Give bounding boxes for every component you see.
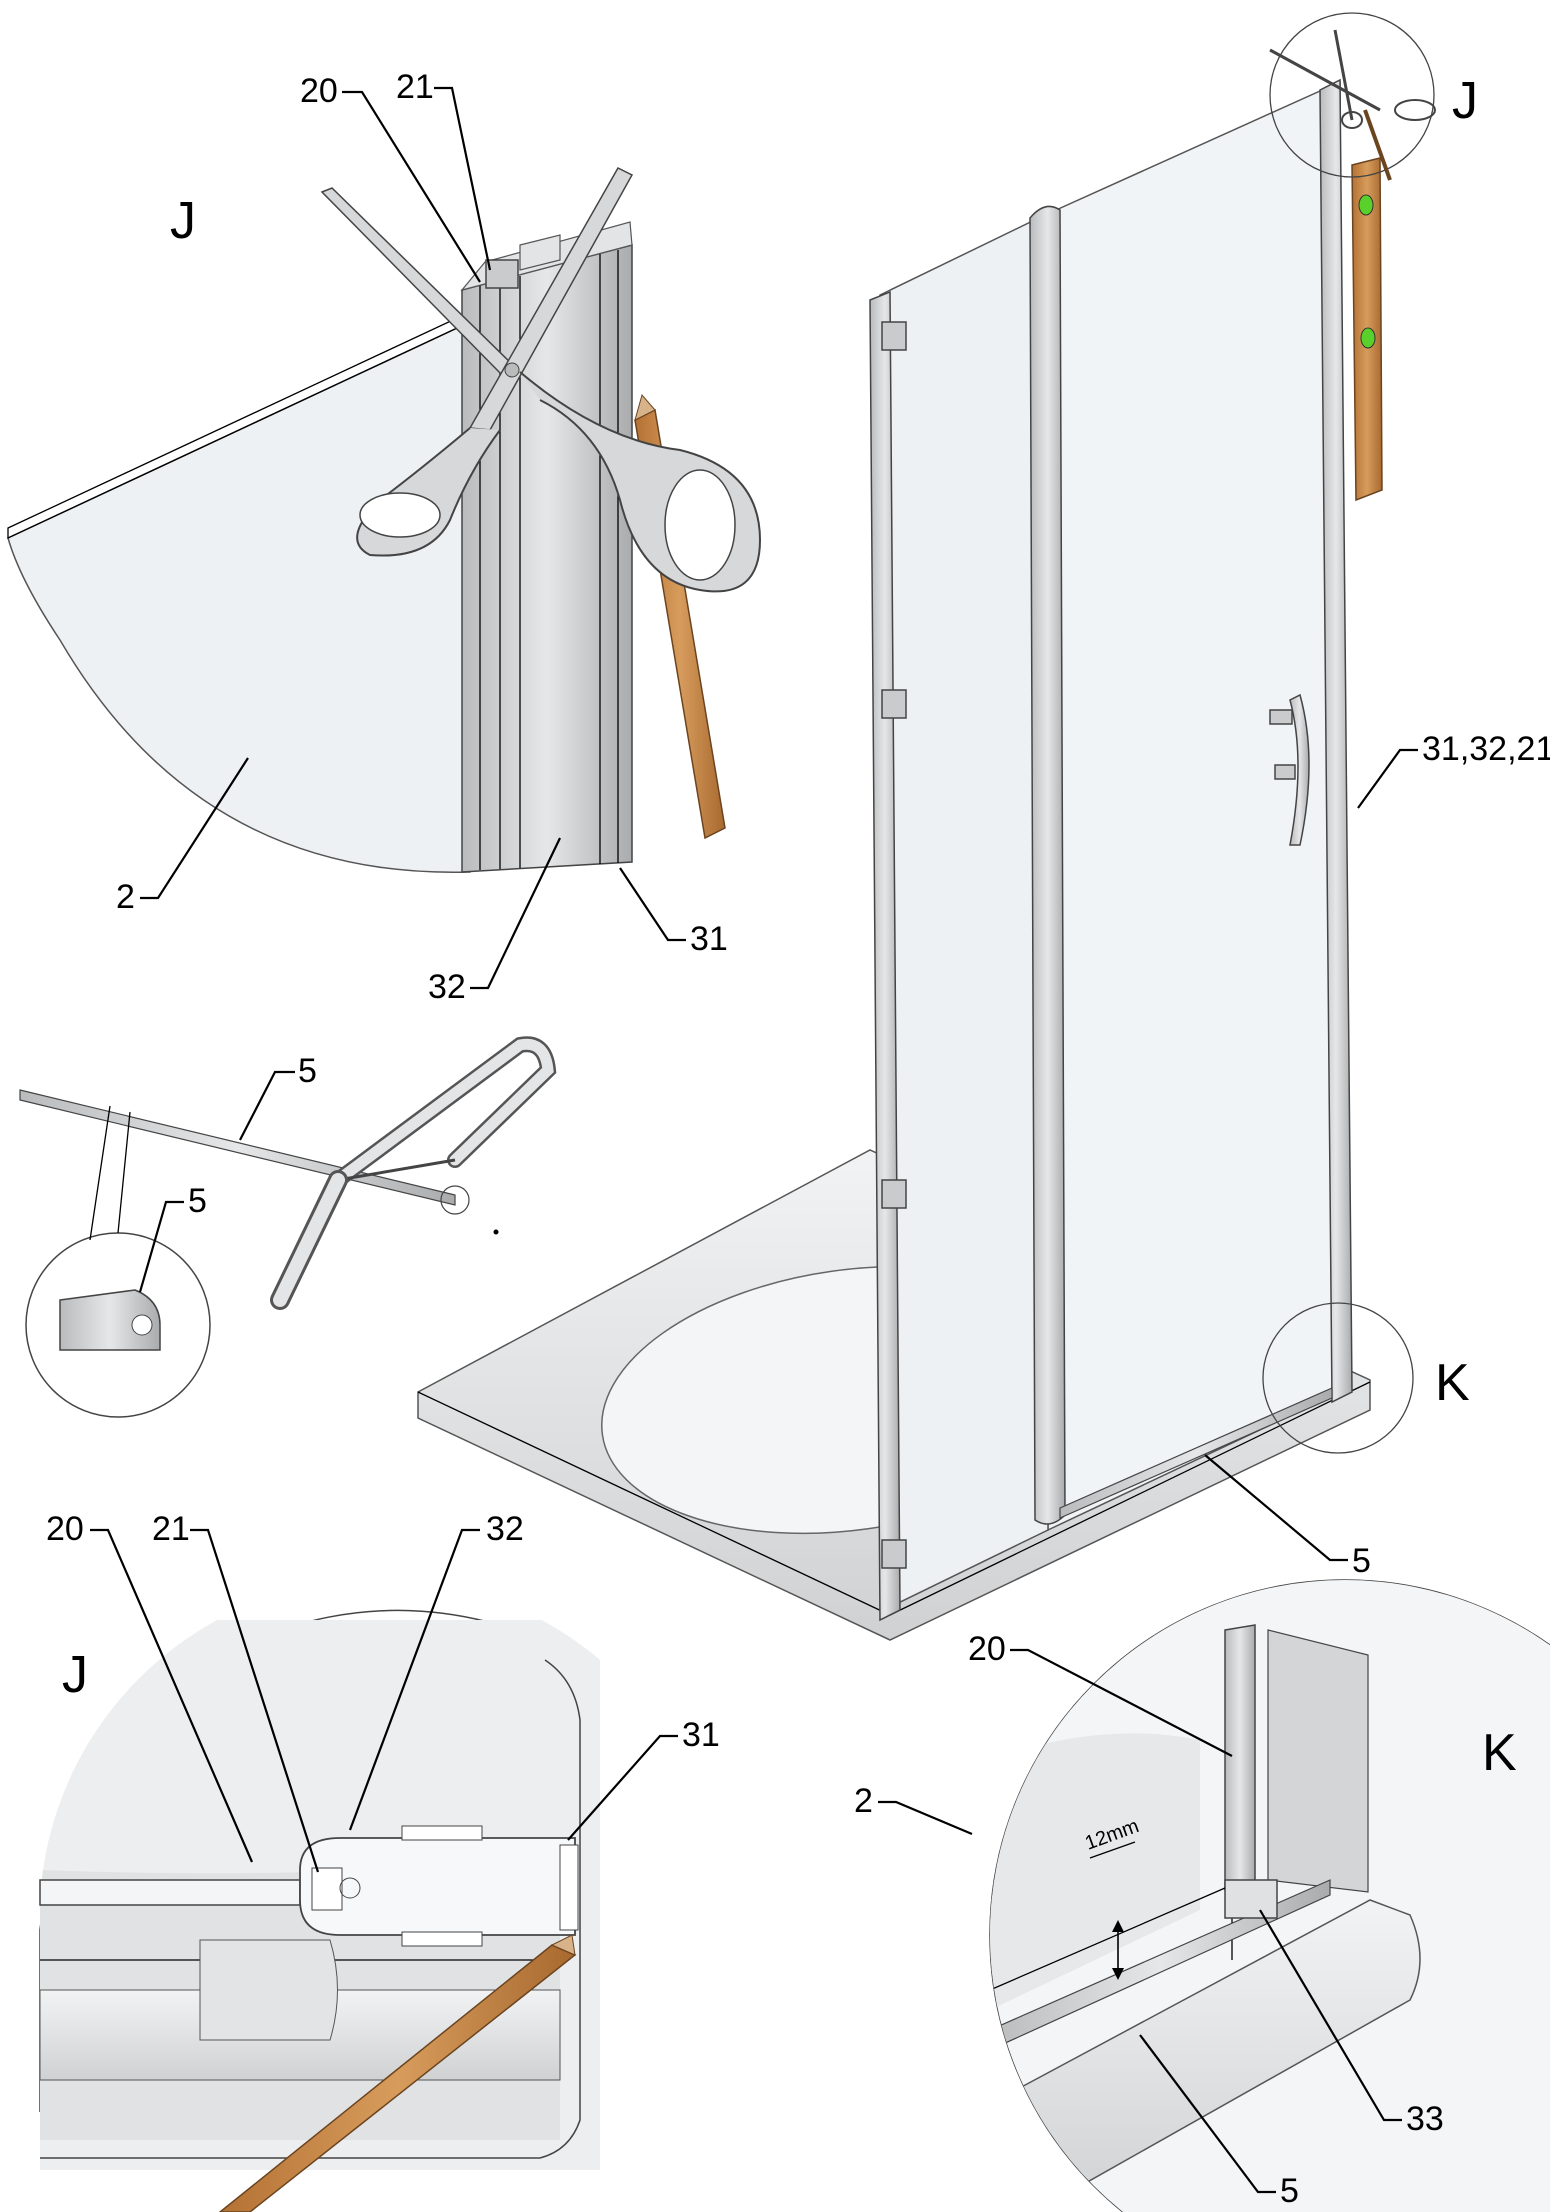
view-letter-K-detail: K (1482, 1724, 1517, 1782)
scissors-cut-view: J 20 21 2 32 31 (7, 68, 762, 1006)
view-letter-J-main: J (1452, 72, 1478, 130)
detail-circle-K (1262, 1302, 1414, 1454)
callout-20-section: 20 (46, 1510, 84, 1548)
wall-profile-left (869, 290, 901, 1622)
scissors-icon (320, 167, 762, 593)
section-view-J: J 20 21 32 31 (39, 1510, 720, 2212)
detail-view-K: 12mm K 20 2 33 5 (854, 1579, 1550, 2212)
hacksaw-cut-view: 5 5 (19, 1036, 557, 1418)
view-letter-K-main: K (1435, 1354, 1470, 1412)
detail-circle-J (1269, 12, 1435, 178)
callout-31-section: 31 (682, 1716, 720, 1754)
shower-enclosure-view: J 31,32,21 K 5 (417, 12, 1550, 1641)
callout-5-K: 5 (1280, 2172, 1299, 2210)
scissors-icon-small (1269, 29, 1436, 181)
callout-2-K: 2 (854, 1782, 873, 1820)
callout-5-main: 5 (1352, 1542, 1371, 1580)
glass-panel-2 (7, 320, 471, 873)
hinges (881, 321, 907, 1569)
profile-section (39, 1825, 579, 1947)
callout-5-detail: 5 (188, 1182, 207, 1220)
callout-5: 5 (298, 1052, 317, 1090)
door-handle (1269, 693, 1310, 846)
callout-20-K: 20 (968, 1630, 1006, 1668)
end-cap-33 (1224, 1879, 1278, 1919)
callout-32-section: 32 (486, 1510, 524, 1548)
callout-20: 20 (300, 72, 338, 110)
hacksaw-icon (270, 1036, 557, 1310)
callout-33: 33 (1406, 2100, 1444, 2138)
view-letter-J-top: J (170, 192, 196, 250)
callout-2: 2 (116, 878, 135, 916)
middle-profile (1029, 205, 1066, 1525)
callout-31: 31 (690, 920, 728, 958)
wall-profile-K (1224, 1624, 1256, 1892)
callout-21: 21 (396, 68, 434, 106)
spirit-level-icon (1351, 157, 1383, 502)
pencil-icon-section (218, 1934, 577, 2212)
bottom-rail-5 (1059, 1387, 1333, 1519)
callout-21-section: 21 (152, 1510, 190, 1548)
glass-door-panel (879, 213, 1049, 1610)
callout-31-32-21: 31,32,21 (1422, 730, 1550, 768)
rail-5-section (59, 1289, 161, 1351)
view-letter-J-section: J (62, 1646, 88, 1704)
callout-32: 32 (428, 968, 466, 1006)
